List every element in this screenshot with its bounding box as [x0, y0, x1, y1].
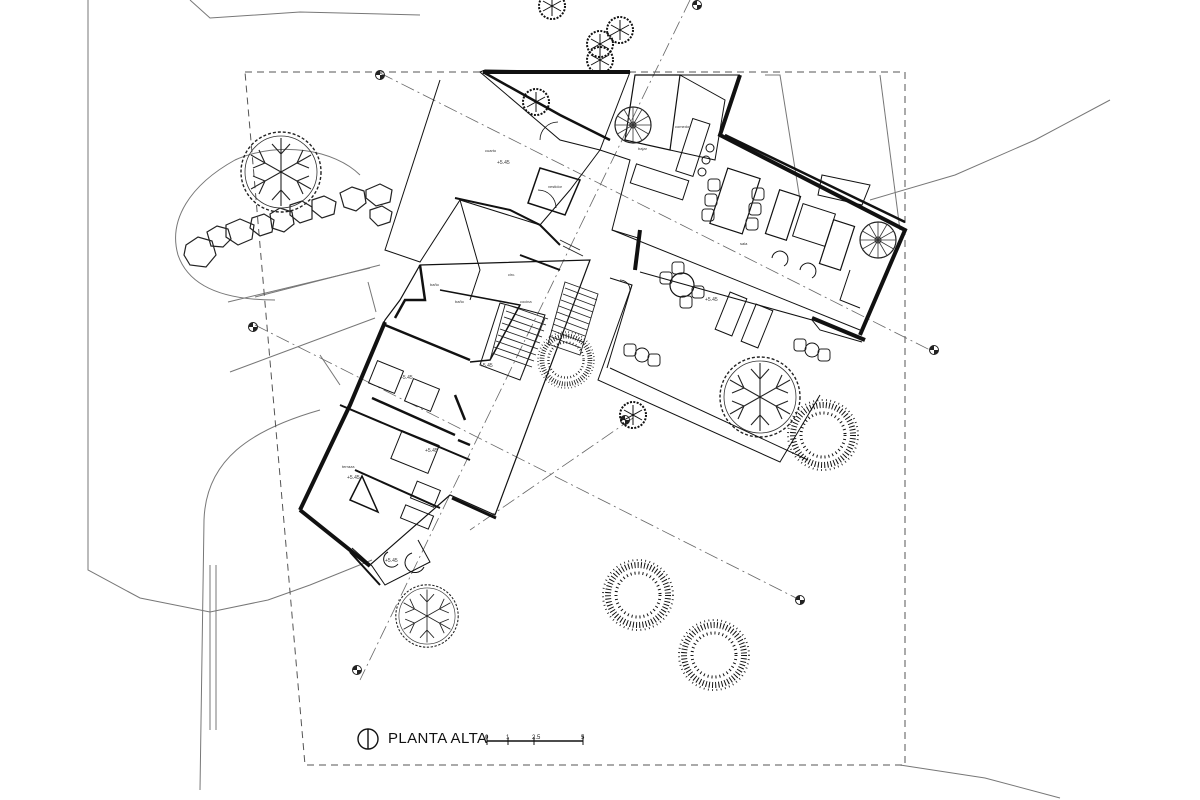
- room-label: sala: [740, 241, 748, 246]
- survey-markers: [248, 0, 939, 675]
- level-mark: +5.45: [385, 558, 398, 564]
- room-label: cuarto: [485, 148, 497, 153]
- room-label: baño: [455, 299, 465, 304]
- scale-mark: 5: [581, 735, 585, 741]
- scale-mark: 1: [506, 735, 510, 741]
- shrub-icon: [788, 400, 858, 470]
- survey-marker-icon: [375, 70, 385, 80]
- room-label: bajar: [638, 146, 648, 151]
- room-label: circ.: [508, 272, 515, 277]
- living-wing: [597, 74, 908, 463]
- room-label: vestidor: [548, 184, 563, 189]
- scale-bar: [486, 735, 584, 745]
- shrub-icon: [538, 332, 594, 388]
- property-boundary: [244, 71, 906, 766]
- survey-marker-icon: [929, 345, 939, 355]
- scale-mark: 2.5: [532, 735, 541, 741]
- scale-mark: 0: [485, 735, 489, 741]
- main-stairs: [489, 239, 599, 381]
- axis-lines: [254, 0, 931, 681]
- bedroom-wing: [298, 259, 591, 586]
- level-mark: +5.45: [705, 297, 718, 303]
- north-arrow-icon: [357, 728, 379, 750]
- vegetation: [240, 0, 858, 690]
- room-text: cuarto vestidor baño baño circ. terraza …: [342, 124, 748, 469]
- tree-icon: [538, 0, 566, 20]
- spiral-stair-icon: [614, 106, 652, 144]
- survey-marker-icon: [692, 0, 702, 10]
- room-label: terraza: [342, 464, 355, 469]
- north-wing: [384, 69, 726, 301]
- stepping-stones: [183, 183, 393, 268]
- tree-icon: [606, 16, 634, 44]
- room-label: baño: [430, 282, 440, 287]
- level-mark: +5.45: [497, 160, 510, 166]
- shrub-icon: [603, 560, 673, 630]
- tree-icon: [395, 584, 459, 648]
- level-mark: +5.45: [400, 375, 413, 381]
- level-mark: +5.45: [425, 448, 438, 454]
- survey-marker-icon: [248, 322, 258, 332]
- level-mark: +5.45: [347, 475, 360, 481]
- tree-icon: [240, 131, 322, 213]
- room-label: cocina: [520, 299, 532, 304]
- spiral-stair-icon: [859, 221, 897, 259]
- room-label: comedor: [675, 124, 691, 129]
- plan-title: PLANTA ALTA: [388, 730, 488, 747]
- tree-icon: [586, 46, 614, 74]
- terrain-lines: [87, 0, 1111, 799]
- shrub-icon: [679, 620, 749, 690]
- survey-marker-icon: [352, 665, 362, 675]
- level-mark: +5.45: [480, 363, 493, 369]
